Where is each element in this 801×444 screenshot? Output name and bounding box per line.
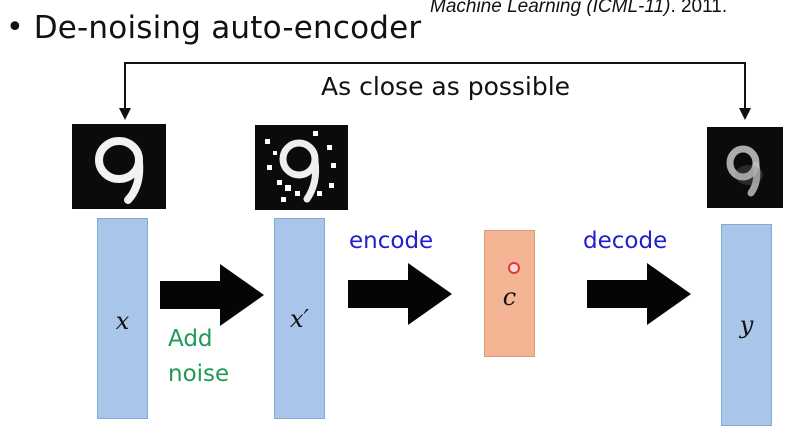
citation: Machine Learning (ICML-11). 2011.: [430, 0, 727, 18]
clean-digit-image: [72, 124, 166, 209]
add-noise-label: Add noise: [168, 322, 229, 392]
noisy-vector-bar: x′: [274, 218, 325, 419]
loop-label: As close as possible: [321, 72, 571, 101]
output-variable-label: y: [739, 311, 754, 339]
citation-suffix: . 2011.: [670, 0, 728, 17]
code-variable-label: c: [502, 283, 517, 311]
decode-label: decode: [583, 228, 668, 254]
code-point-marker: [508, 262, 520, 274]
encode-label: encode: [349, 228, 434, 254]
input-vector-bar: x: [97, 218, 148, 419]
bullet-dot: •: [6, 10, 24, 45]
output-vector-bar: y: [721, 224, 772, 426]
add-noise-label-line1: Add: [168, 326, 213, 352]
encode-arrow: [348, 263, 452, 325]
bullet-title-row: • De-noising auto-encoder: [6, 6, 421, 50]
reconstructed-digit-image: [707, 127, 783, 208]
add-noise-arrow: [160, 264, 264, 326]
noisy-variable-label: x′: [290, 305, 309, 333]
decode-arrow: [587, 263, 691, 325]
slide-title: De-noising auto-encoder: [33, 10, 422, 46]
noisy-digit-image: [255, 125, 348, 210]
code-vector-bar: c: [484, 230, 535, 357]
input-variable-label: x: [115, 307, 130, 335]
add-noise-label-line2: noise: [168, 361, 230, 387]
citation-venue: Machine Learning (ICML-11): [430, 0, 671, 17]
